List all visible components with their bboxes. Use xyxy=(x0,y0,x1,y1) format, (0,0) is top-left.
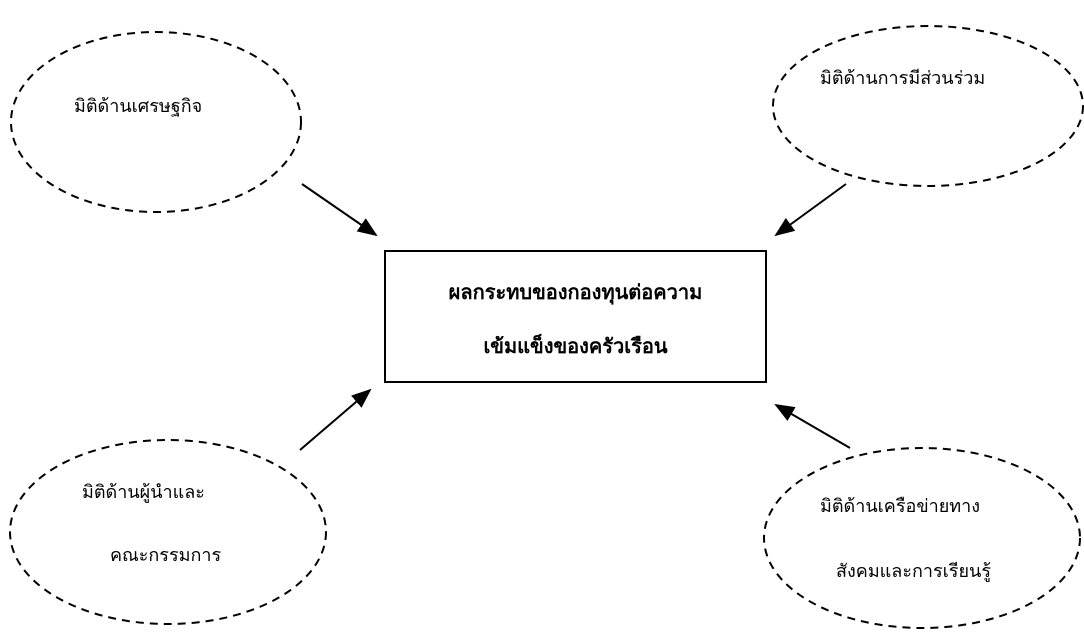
arrow-participation-to-center xyxy=(776,184,846,235)
node-network-label-line2: สังคมและการเรียนรู้ xyxy=(836,563,991,581)
node-participation-label: มิติด้านการมีส่วนร่วม xyxy=(820,70,985,88)
arrow-economic-to-center xyxy=(302,184,376,235)
arrow-leadership-to-center xyxy=(300,390,370,450)
node-network-label-line1: มิติด้านเครือข่ายทาง xyxy=(820,498,980,516)
ellipse-leadership xyxy=(10,440,326,624)
center-box: ผลกระทบของกองทุนต่อความ เข้มแข็งของครัวเ… xyxy=(384,250,767,383)
node-leadership-label-line2: คณะกรรมการ xyxy=(110,547,221,565)
center-title-line1: ผลกระทบของกองทุนต่อความ xyxy=(386,276,765,308)
node-economic-label: มิติด้านเศรษฐกิจ xyxy=(74,98,202,116)
ellipse-economic xyxy=(11,32,301,212)
center-title-line2: เข้มแข็งของครัวเรือน xyxy=(386,330,765,362)
ellipse-network xyxy=(764,448,1080,628)
ellipse-participation xyxy=(773,26,1083,186)
arrow-network-to-center xyxy=(776,405,850,448)
node-leadership-label-line1: มิติด้านผู้นำและ xyxy=(82,484,205,502)
